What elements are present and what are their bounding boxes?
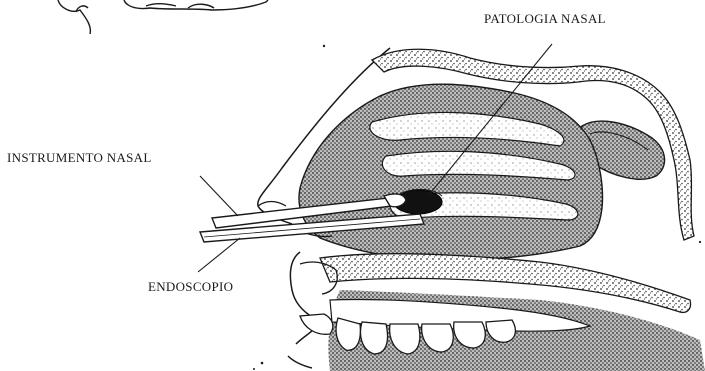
leader-instrumento-nasal: [200, 176, 238, 216]
leader-endoscopio: [198, 238, 240, 272]
top-fragment-outline: [58, 0, 268, 34]
label-patologia-nasal: PATOLOGIA NASAL: [484, 12, 606, 25]
label-instrumento-nasal: INSTRUMENTO NASAL: [7, 151, 152, 164]
label-endoscopio: ENDOSCOPIO: [148, 280, 233, 293]
